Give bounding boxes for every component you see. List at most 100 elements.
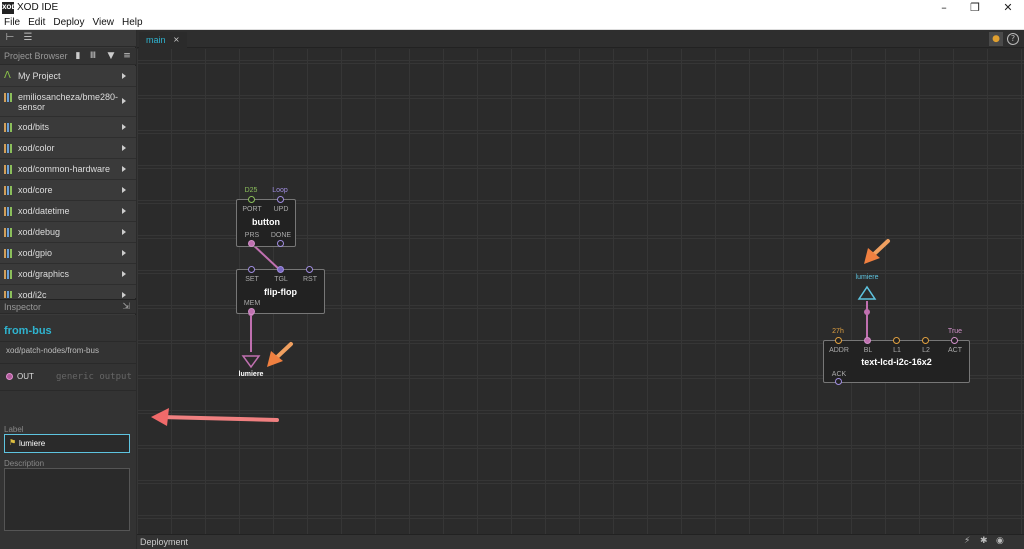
menu-help[interactable]: Help xyxy=(122,17,143,28)
sidebar-item-debug[interactable]: xod/debug xyxy=(0,222,136,243)
sidebar-item-label: xod/gpio xyxy=(18,248,53,258)
sidebar-item-color[interactable]: xod/color xyxy=(0,138,136,159)
sidebar-item-i2c[interactable]: xod/i2c xyxy=(0,285,136,298)
pin-value-act: True xyxy=(947,328,963,335)
collapse-icon[interactable]: ⇲ xyxy=(122,302,130,312)
description-textarea[interactable] xyxy=(4,468,130,531)
upload-icon[interactable]: ⚡ xyxy=(964,536,971,546)
sidebar-item-label: xod/i2c xyxy=(18,290,47,298)
close-window-icon[interactable]: ✕ xyxy=(1003,1,1013,14)
pin-l1[interactable] xyxy=(893,337,900,344)
sidebar-item-label: xod/graphics xyxy=(18,269,70,279)
inspector-node-title: from-bus xyxy=(4,325,52,337)
library-icon xyxy=(4,165,14,174)
sidebar-item-label: xod/datetime xyxy=(18,206,70,216)
library-icon xyxy=(4,270,14,279)
maximize-icon[interactable]: ❐ xyxy=(970,1,980,14)
pin-port[interactable] xyxy=(248,196,255,203)
pin-label-l1: L1 xyxy=(893,347,901,354)
chevron-right-icon xyxy=(122,73,126,79)
link-prs-tgl[interactable] xyxy=(250,242,282,272)
sidebar-item-common-hardware[interactable]: xod/common-hardware xyxy=(0,159,136,180)
node-title: flip-flop xyxy=(264,287,297,297)
library-icon xyxy=(4,249,14,258)
sidebar-item-core[interactable]: xod/core xyxy=(0,180,136,201)
pin-label-upd: UPD xyxy=(273,206,289,213)
chevron-right-icon xyxy=(122,208,126,214)
pin-mem[interactable] xyxy=(248,308,255,315)
debug-icon[interactable]: ✱ xyxy=(980,536,988,546)
node-title: button xyxy=(252,217,280,227)
pin-rst[interactable] xyxy=(306,266,313,273)
simulate-icon[interactable]: ◉ xyxy=(996,536,1004,546)
inspector-title: Inspector xyxy=(4,302,42,312)
pin-prs[interactable] xyxy=(248,240,255,247)
pin-ack[interactable] xyxy=(835,378,842,385)
close-tab-icon[interactable]: × xyxy=(173,35,180,44)
pin-l2[interactable] xyxy=(922,337,929,344)
library-icon xyxy=(4,291,14,298)
text-lcd-node[interactable]: ADDR BL L1 L2 ACT text-lcd-i2c-16x2 ACK xyxy=(823,337,970,385)
pin-value-upd: Loop xyxy=(272,187,288,194)
minimize-icon[interactable]: – xyxy=(941,1,947,14)
to-bus-triangle-icon[interactable] xyxy=(241,355,261,369)
pin-value-port: D25 xyxy=(244,187,258,194)
sidebar-item-label: xod/color xyxy=(18,143,55,153)
pin-upd[interactable] xyxy=(277,196,284,203)
label-field-label: Label xyxy=(4,425,24,434)
patch-canvas[interactable]: D25 Loop PORT UPD button PRS DONE SET TG… xyxy=(137,49,1024,534)
sidebar-item-bits[interactable]: xod/bits xyxy=(0,117,136,138)
pin-bl[interactable] xyxy=(864,337,871,344)
pin-set[interactable] xyxy=(248,266,255,273)
sliders-icon[interactable]: ☰ xyxy=(23,32,33,43)
project-browser-title: Project Browser xyxy=(4,51,68,61)
sidebar-item-label: xod/bits xyxy=(18,122,50,132)
library-list: Λ My Project emiliosancheza/bme280-senso… xyxy=(0,66,136,298)
filter-icon[interactable]: ▼ xyxy=(107,51,115,61)
menu-edit[interactable]: Edit xyxy=(28,17,46,28)
menu-deploy[interactable]: Deploy xyxy=(53,17,85,28)
new-patch-icon[interactable]: ▮ xyxy=(75,51,81,61)
flip-flop-node[interactable]: SET TGL RST flip-flop MEM xyxy=(236,266,325,315)
add-library-icon[interactable]: Ⅲ xyxy=(89,51,97,61)
from-bus-pin[interactable] xyxy=(864,309,870,315)
tab-label: main xyxy=(146,35,166,45)
pin-addr[interactable] xyxy=(835,337,842,344)
pin-act[interactable] xyxy=(951,337,958,344)
menu-file[interactable]: File xyxy=(4,17,21,28)
sidebar-item-datetime[interactable]: xod/datetime xyxy=(0,201,136,222)
pin-label-set: SET xyxy=(245,276,259,283)
user-icon[interactable]: ● xyxy=(989,32,1003,46)
sidebar-item-my-project[interactable]: Λ My Project xyxy=(0,66,136,87)
pin-done[interactable] xyxy=(277,240,284,247)
pin-tgl[interactable] xyxy=(277,266,284,273)
library-icon xyxy=(4,186,14,195)
pin-label-l2: L2 xyxy=(922,347,930,354)
menu-view[interactable]: View xyxy=(92,17,115,28)
library-icon xyxy=(4,93,14,102)
chevron-right-icon xyxy=(122,250,126,256)
pin-label-bl: BL xyxy=(863,347,873,354)
sidebar-item-graphics[interactable]: xod/graphics xyxy=(0,264,136,285)
from-bus-triangle-icon[interactable] xyxy=(857,285,877,300)
annotation-arrow-from-bus xyxy=(864,239,890,264)
sidebar-item-label: emiliosancheza/bme280-sensor xyxy=(18,92,119,112)
tree-toggle-icon[interactable]: ⊢ xyxy=(5,32,15,43)
project-icon: Λ xyxy=(4,70,11,81)
label-input[interactable]: ⚑ lumiere xyxy=(4,434,130,453)
tab-main[interactable]: main × xyxy=(139,32,187,48)
title-bar: XOD XOD IDE – ❐ ✕ xyxy=(0,0,1024,16)
output-pin-type: generic output xyxy=(56,372,132,382)
chevron-right-icon xyxy=(122,271,126,277)
links-layer xyxy=(151,239,890,426)
inspector-header: Inspector ⇲ xyxy=(0,299,136,314)
library-icon xyxy=(4,207,14,216)
sidebar-item-gpio[interactable]: xod/gpio xyxy=(0,243,136,264)
button-node[interactable]: PORT UPD button PRS DONE xyxy=(236,196,296,247)
menu-icon[interactable]: ≡ xyxy=(123,51,131,61)
sidebar-item-label: xod/core xyxy=(18,185,53,195)
label-input-value: lumiere xyxy=(19,439,46,448)
deployment-bar[interactable]: Deployment ⚡ ✱ ◉ xyxy=(137,534,1024,549)
sidebar-item-bme280[interactable]: emiliosancheza/bme280-sensor xyxy=(0,87,136,117)
help-icon[interactable]: ? xyxy=(1007,33,1019,45)
